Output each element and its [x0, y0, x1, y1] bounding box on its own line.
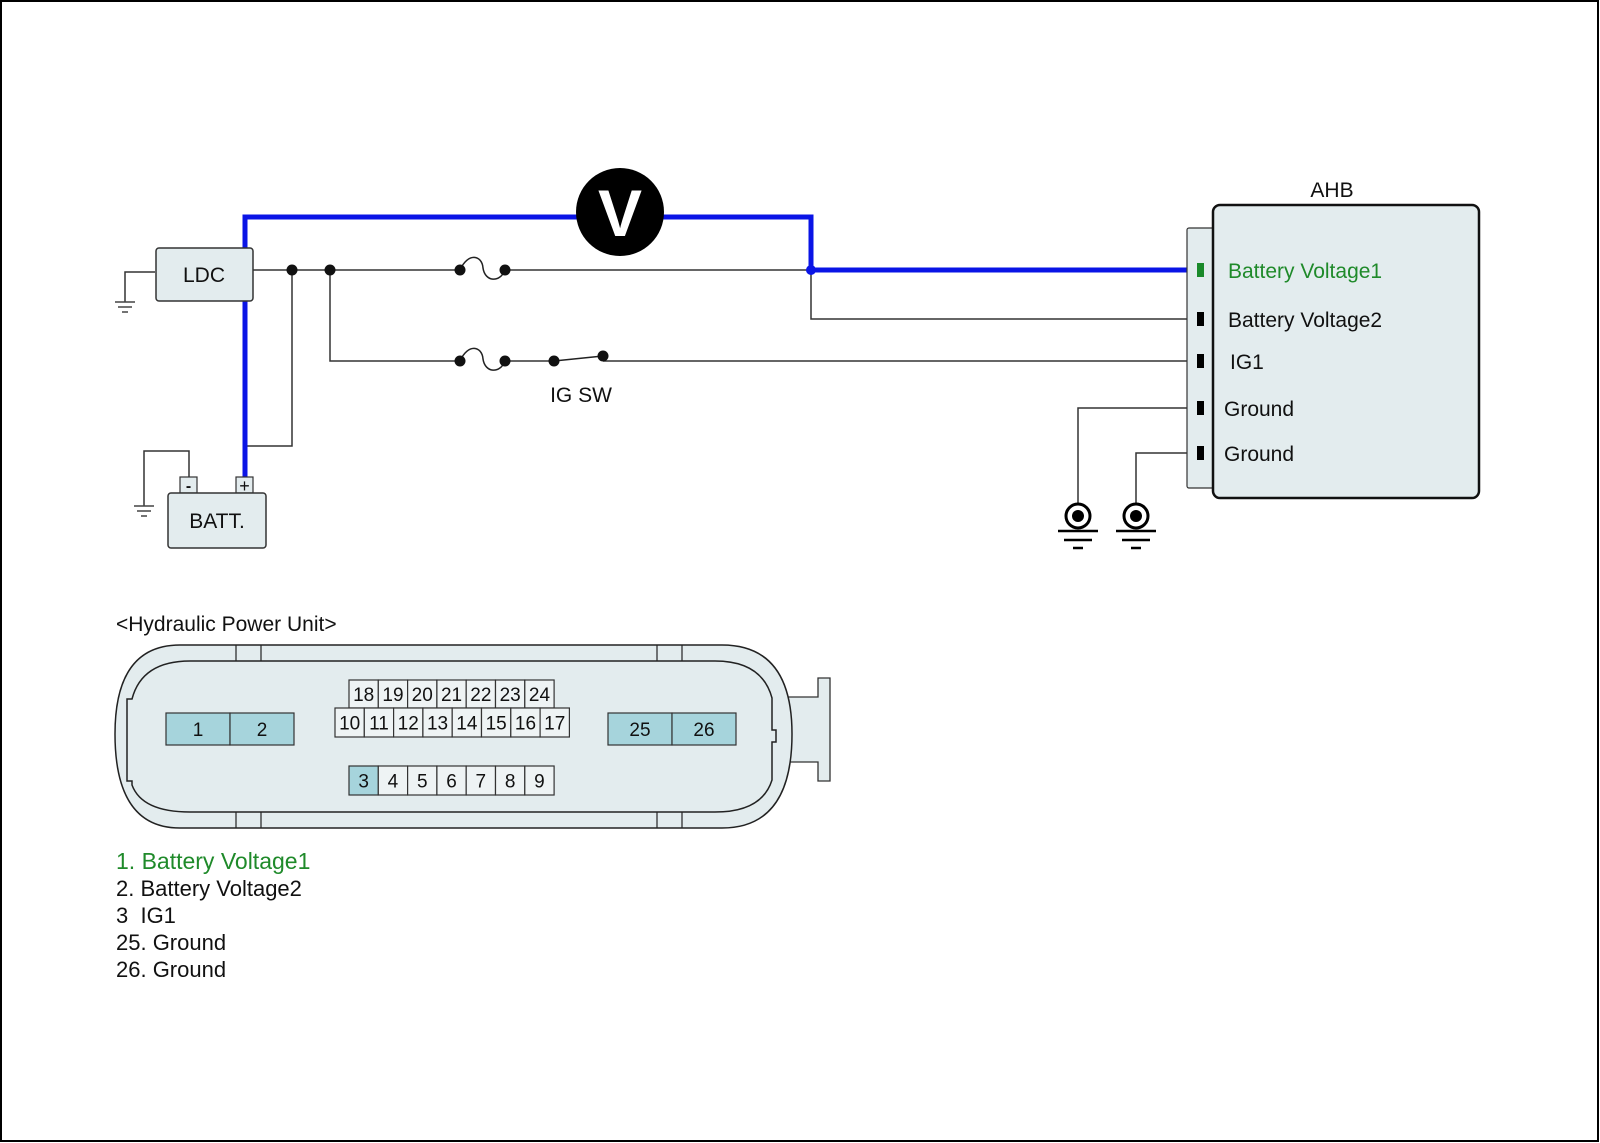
- connector-title: <Hydraulic Power Unit>: [116, 613, 337, 636]
- bv2-wire: [810, 270, 1200, 320]
- connector-pin-label: 12: [398, 713, 419, 734]
- connector-pin-label: 26: [693, 720, 714, 741]
- connector-pin-label: 14: [456, 713, 478, 734]
- connector-pin-label: 11: [369, 713, 389, 734]
- junction-dots: [286, 264, 609, 367]
- connector-pin-label: 10: [339, 713, 360, 734]
- connector-pin-25: [607, 712, 673, 746]
- pin-legend-item: 2. Battery Voltage2: [116, 876, 302, 901]
- voltmeter-icon: [576, 168, 664, 256]
- connector-pin-label: 2: [257, 720, 268, 741]
- ahb-box: [1211, 203, 1481, 500]
- eyelet-ground-icon: [1116, 502, 1156, 550]
- connector-pin-label: 15: [486, 713, 507, 734]
- connector-pin-label: 17: [544, 713, 565, 734]
- ldc-ground-wire: [124, 271, 155, 302]
- ground2-wire: [1135, 452, 1200, 505]
- ahb-pin-label: Ground: [1224, 443, 1294, 466]
- connector-pin-label: 24: [529, 685, 551, 706]
- ahb-pin-label: Battery Voltage2: [1228, 309, 1382, 332]
- battery-pos-label: +: [239, 476, 250, 496]
- connector-pin-label: 7: [476, 771, 487, 792]
- ground-symbol-icon: [115, 301, 135, 313]
- connector-pin-17: [539, 707, 570, 738]
- connector-pin-label: 4: [388, 771, 399, 792]
- connector-inner-outline: [126, 660, 777, 813]
- eyelet-ground-icon: [1058, 502, 1098, 550]
- battery-component: - + BATT.: [167, 476, 267, 549]
- ground1-wire: [1077, 407, 1200, 505]
- ahb-pin-terminal: [1197, 263, 1204, 277]
- connector-pin-5: [407, 765, 438, 796]
- connector-pin-label: 8: [505, 771, 516, 792]
- connector-pin-4: [377, 765, 409, 796]
- connector-pin-label: 13: [427, 713, 448, 734]
- connector-pin-label: 18: [353, 685, 374, 706]
- ahb-pin-terminal: [1197, 446, 1204, 460]
- connector-pin-9: [524, 765, 555, 796]
- ldc-component: LDC: [155, 247, 254, 302]
- connector-pin-21: [436, 679, 467, 709]
- connector-pin-10: [334, 707, 365, 738]
- connector-pin-6: [436, 765, 467, 796]
- ahb-pin-terminal: [1197, 401, 1204, 415]
- battery-link-wire: [245, 270, 293, 447]
- battery-label: BATT.: [189, 510, 245, 533]
- connector-pin-label: 22: [470, 685, 491, 706]
- connector-pin-label: 21: [441, 685, 462, 706]
- connector-pin-label: 16: [515, 713, 536, 734]
- ldc-label: LDC: [183, 264, 225, 287]
- ahb-pin-terminal: [1197, 354, 1204, 368]
- voltmeter-probe-wire: [242, 214, 1200, 485]
- connector-pin-label: 23: [500, 685, 521, 706]
- ground-symbol-icon: [134, 505, 154, 517]
- connector-pin-2: [229, 712, 295, 746]
- connector-keys: [235, 645, 683, 828]
- connector-pin-3: [348, 765, 379, 796]
- connector-pin-label: 9: [534, 771, 545, 792]
- ahb-title: AHB: [1310, 179, 1353, 202]
- connector-pin-8: [494, 765, 526, 796]
- voltmeter-label: V: [598, 176, 642, 250]
- pin-legend-item: 1. Battery Voltage1: [116, 848, 311, 874]
- ahb-pin-terminal: [1197, 312, 1204, 326]
- ahb-pin-label: Battery Voltage1: [1228, 260, 1382, 283]
- connector-pin-label: 6: [446, 771, 457, 792]
- connector-pin-26: [671, 712, 737, 746]
- battery-box: [167, 492, 267, 549]
- connector-latch: [785, 677, 831, 782]
- connector-pin-label: 5: [417, 771, 428, 792]
- connector-pin-7: [465, 765, 497, 796]
- ig-switch-icon: [553, 355, 604, 362]
- connector-pin-15: [480, 707, 512, 738]
- probe-junction-dot: [806, 265, 816, 275]
- connector-pin-label: 25: [629, 720, 650, 741]
- connector-pin-label: 20: [412, 685, 433, 706]
- connector-pin-label: 1: [193, 720, 204, 741]
- ldc-box: [155, 247, 254, 302]
- battery-ground-wire: [143, 450, 190, 506]
- pin-legend-item: 3 IG1: [116, 903, 176, 928]
- connector-pin-label: 3: [358, 771, 369, 792]
- battery-neg-label: -: [186, 478, 191, 495]
- pin-legend-item: 26. Ground: [116, 957, 227, 982]
- fuse-icon: [459, 347, 506, 371]
- ig-switch-label: IG SW: [550, 384, 612, 407]
- connector-pin-1: [165, 712, 231, 746]
- connector-pin-label: 19: [382, 685, 403, 706]
- pin-legend-item: 25. Ground: [116, 930, 227, 955]
- voltmeter: V: [576, 168, 664, 256]
- ahb-pin-label: Ground: [1224, 398, 1294, 421]
- fuse-icon: [459, 256, 506, 280]
- ig-branch-wire: [329, 270, 460, 362]
- ahb-pin-label: IG1: [1230, 351, 1264, 374]
